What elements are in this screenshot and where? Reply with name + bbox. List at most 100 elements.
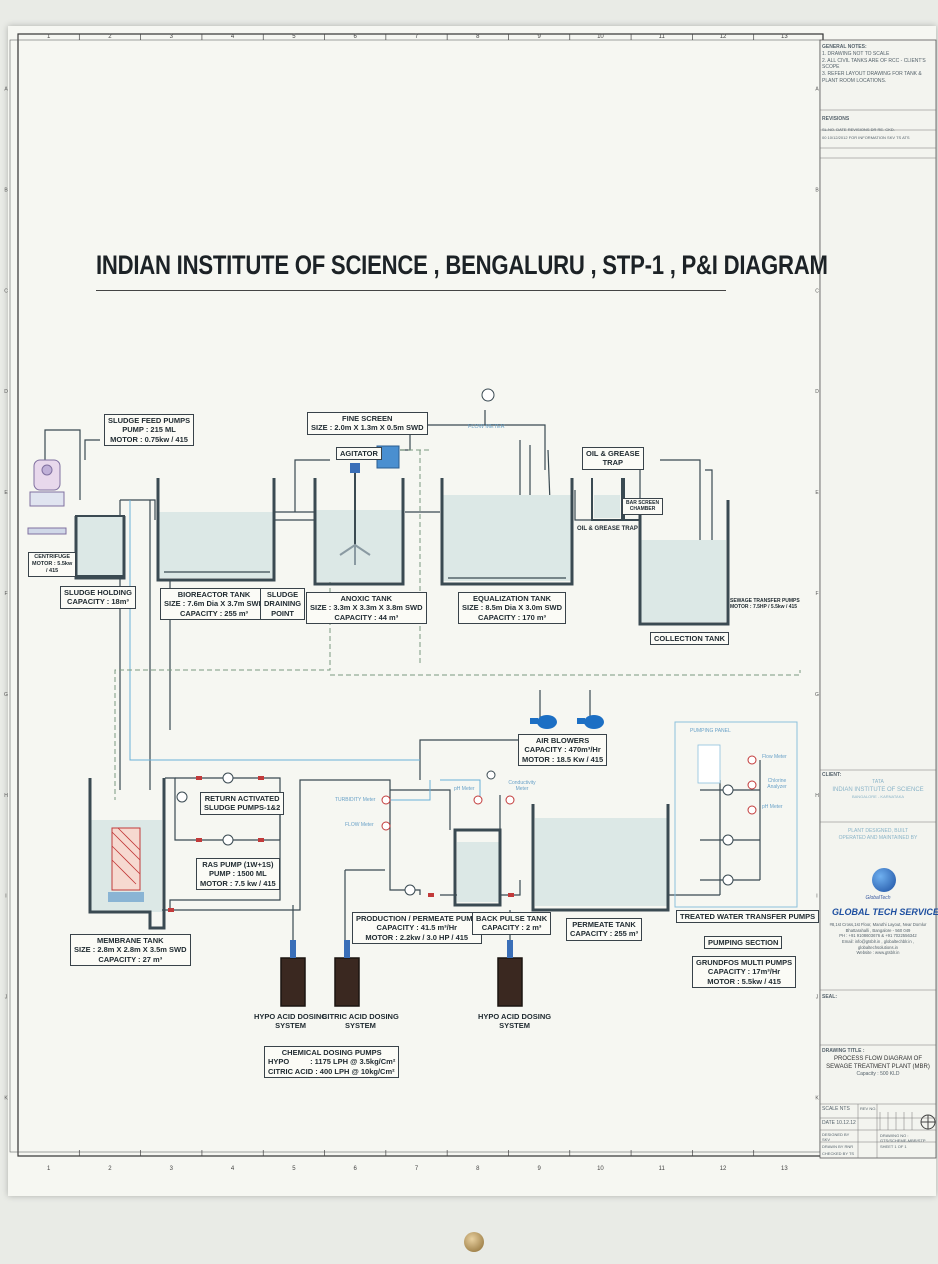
permeate-tank-label: PERMEATE TANK CAPACITY : 255 m³ [566,918,643,941]
flow-meter-2-label: FLOW Meter [345,822,374,828]
equalization-tank-label: EQUALIZATION TANK SIZE : 8.5m Dia X 3.0m… [458,592,567,625]
grid-row-label: I [5,894,6,900]
grid-col-label: 5 [292,34,296,40]
grid-col-label: 2 [108,34,112,40]
grid-row-label: H [4,793,8,799]
grid-row-label: A [815,86,819,92]
grundfos-pumps-label: GRUNDFOS MULTI PUMPS CAPACITY : 17m³/Hr … [692,956,797,989]
citric-dosing-label: CITRIC ACID DOSING SYSTEM [322,1012,399,1031]
client-block: CLIENT: TATA INDIAN INSTITUTE OF SCIENCE… [822,772,924,799]
sludge-holding-tank-shape [74,515,126,580]
grid-col-label: 11 [659,1166,666,1172]
grid-col-label: 4 [231,34,235,40]
drawn-cell: DRAWN BY RNR [822,1144,854,1149]
grid-col-label: 2 [108,1166,112,1172]
turbidity-meter-label: TURBIDITY Meter [335,797,376,803]
citric-dosing-tank [334,957,360,1007]
diagram-title: INDIAN INSTITUTE OF SCIENCE , BENGALURU … [96,250,828,280]
pumping-panel-label: PUMPING PANEL [690,728,731,734]
flow-meter-3-label: Flow Meter [762,754,787,760]
chemical-dosing-pumps-label: CHEMICAL DOSING PUMPS HYPO : 1175 LPH @ … [264,1046,400,1079]
back-pulse-tank-shape [453,828,502,907]
grid-col-label: 7 [415,34,419,40]
membrane-tank-shape [88,778,166,930]
grid-col-label: 1 [47,34,51,40]
grid-row-label: B [815,187,819,193]
grid-row-label: K [4,1096,8,1102]
checked-cell: CHECKED BY TS [822,1151,855,1156]
conductivity-meter-label: Conductivity Meter [508,780,536,793]
grid-col-label: 12 [720,34,727,40]
grid-col-label: 8 [476,34,480,40]
collection-tank-label: COLLECTION TANK [650,632,730,646]
grid-row-label: C [815,288,819,294]
grid-row-label: E [4,490,8,496]
plant-builder-block: PLANT DESIGNED, BUILT OPERATED AND MAINT… [838,828,918,841]
sludge-holding-label: SLUDGE HOLDING CAPACITY : 18m³ [60,586,136,609]
grid-col-label: 10 [597,1166,604,1172]
company-address: #8,1st Cross,1st Floor, Maruthi Layout, … [829,922,927,956]
grid-row-label: G [4,692,8,698]
equalization-tank-shape [440,478,574,586]
grid-col-label: 3 [170,1166,174,1172]
company-name: GLOBAL TECH SERVICES [832,907,938,917]
grid-col-label: 9 [537,34,541,40]
grid-col-label: 13 [781,1166,788,1172]
hypo-dosing-2-label: HYPO ACID DOSING SYSTEM [478,1012,552,1031]
production-pump-label: PRODUCTION / PERMEATE PUMP CAPACITY : 41… [352,912,482,945]
ph-meter-2-label: pH Meter [762,804,783,810]
grid-row-label: I [816,894,817,900]
grid-row-label: J [5,995,8,1001]
chlorine-analyzer-label: Chlorine Analyzer [767,778,787,791]
grid-col-label: 8 [476,1166,480,1172]
collection-tank-shape [638,500,730,626]
treated-water-transfer-label: TREATED WATER TRANSFER PUMPS [676,910,820,924]
oil-grease-trap-label: OIL & GREASE TRAP [582,447,644,470]
back-pulse-tank-label: BACK PULSE TANK CAPACITY : 2 m³ [472,912,552,935]
general-notes: GENERAL NOTES: 1. DRAWING NOT TO SCALE 2… [822,44,926,84]
grid-col-label: 4 [231,1166,235,1172]
grid-col-label: 13 [781,34,788,40]
centrifuge-icon [27,459,67,535]
bioreactor-tank-shape [156,478,276,582]
sewage-transfer-label: SEWAGE TRANSFER PUMPS MOTOR : 7.5HP / 5.… [730,598,800,611]
instrument-symbols [381,755,757,831]
pumping-section-label: PUMPING SECTION [704,936,783,950]
grid-row-label: K [815,1096,819,1102]
hypo-dosing-tank-2 [497,957,523,1007]
air-blower-icon [530,715,604,729]
bar-screen-label: BAR SCREEN CHAMBER [622,498,664,515]
grid-row-label: D [4,389,8,395]
grid-row-label: J [816,995,819,1001]
grid-row-label: A [4,86,8,92]
return-sludge-pumps-label: RETURN ACTIVATED SLUDGE PUMPS-1&2 [200,792,285,815]
membrane-tank-label: MEMBRANE TANK SIZE : 2.8m X 2.8m X 3.5m … [70,934,191,967]
grid-col-label: 5 [292,1166,296,1172]
pin-icon [464,1232,484,1252]
grid-row-label: F [4,591,7,597]
grid-row-label: D [815,389,819,395]
air-blowers-label: AIR BLOWERS CAPACITY : 470m³/Hr MOTOR : … [518,734,608,767]
centrifuge-label: CENTRIFUGE MOTOR : 5.5kw / 415 [28,552,77,577]
agitator-label: AGITATOR [336,447,382,461]
seal-label: SEAL: [822,994,837,1000]
grid-col-label: 6 [354,1166,358,1172]
bioreactor-tank-label: BIOREACTOR TANK SIZE : 7.6m Dia X 3.7m S… [160,588,269,621]
permeate-tank-shape [531,804,670,912]
grid-col-label: 3 [170,34,174,40]
designed-cell: DESIGNED BY SKV [822,1132,850,1143]
grid-row-label: F [815,591,818,597]
ras-pump-label: RAS PUMP (1W+1S) PUMP : 1500 ML MOTOR : … [196,858,280,891]
title-block [819,39,937,1159]
revisions-table: REVISIONS SL.NO. DATE REVISIONS DR RE. C… [822,116,910,141]
rev-no-cell: REV NO. [860,1106,877,1111]
date-cell: DATE 10.12.12 [822,1120,856,1126]
flow-meter-label: FLOW METER [468,424,505,430]
grid-col-label: 7 [415,1166,419,1172]
pump-symbols [176,388,734,896]
pumping-panel-frame [674,721,798,908]
anoxic-tank-shape [313,463,405,586]
grid-row-label: G [815,692,819,698]
grid-col-label: 6 [354,34,358,40]
